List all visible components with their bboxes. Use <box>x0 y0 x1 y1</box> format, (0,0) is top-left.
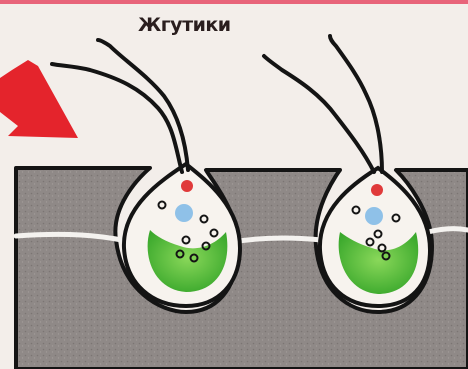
cell-2-nucleus <box>365 207 383 225</box>
cell-2-eyespot <box>371 184 383 196</box>
flagella <box>52 36 382 172</box>
cell-1-nucleus <box>175 204 193 222</box>
flagellum-1a <box>52 64 182 172</box>
flagella-caption: Жгутики <box>138 14 231 36</box>
red-arrow-icon <box>0 60 78 138</box>
flagellum-1b <box>98 40 188 170</box>
flagellum-2b <box>330 36 382 172</box>
cell-1-eyespot <box>181 180 193 192</box>
top-border <box>0 0 468 4</box>
flagellum-2a <box>264 56 374 172</box>
